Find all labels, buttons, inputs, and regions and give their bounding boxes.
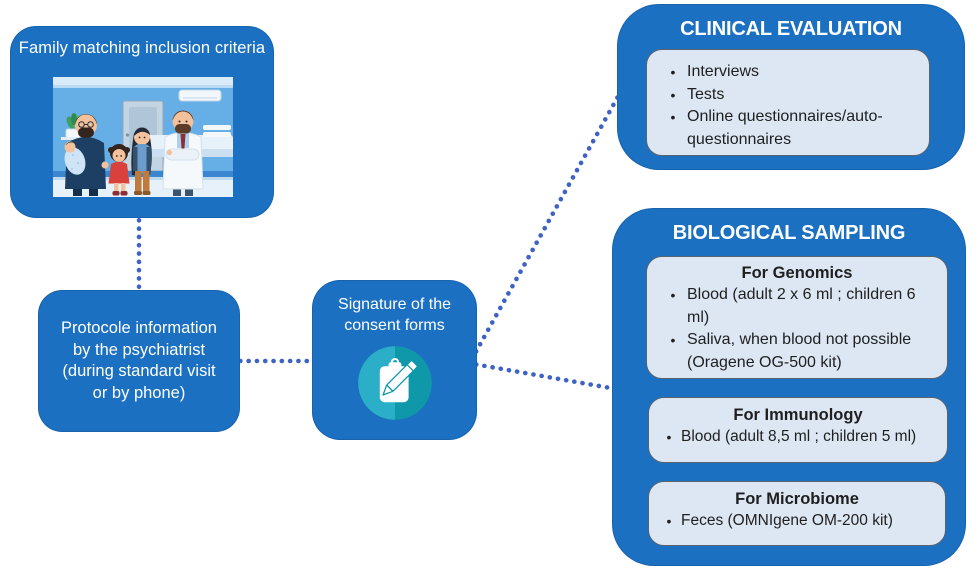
bullet-glyph: • — [670, 287, 676, 303]
father-figure — [64, 114, 109, 196]
doctor-figure — [162, 110, 204, 196]
connector-signature-clinical — [465, 72, 633, 369]
family-node: Family matching inclusion criteria — [10, 26, 274, 218]
bullet-glyph: • — [666, 429, 672, 445]
genomics-panel-title: For Genomics — [741, 264, 853, 282]
biological-sampling-title: BIOLOGICAL SAMPLING — [672, 222, 906, 244]
mother-figure — [131, 127, 152, 195]
bullet-glyph: • — [670, 64, 676, 80]
family-node-label: Family matching inclusion criteria — [18, 39, 266, 57]
list-item: • Saliva, when blood not possible (Orage… — [659, 329, 935, 374]
signature-node: Signature of the consent forms — [312, 280, 477, 440]
genomics-panel: For Genomics • Blood (adult 2 x 6 ml ; c… — [646, 256, 948, 379]
list-item: • Blood (adult 2 x 6 ml ; children 6 ml) — [659, 284, 935, 329]
immunology-panel: For Immunology • Blood (adult 8,5 ml ; c… — [648, 397, 948, 463]
biological-sampling-node: BIOLOGICAL SAMPLING For Genomics • Blood… — [612, 208, 966, 566]
family-illustration — [53, 77, 233, 197]
connector-signature-biological — [465, 360, 625, 393]
girl-figure — [108, 144, 130, 196]
list-item: • Interviews — [659, 61, 915, 84]
clinical-evaluation-node: CLINICAL EVALUATION • Interviews • Tests… — [617, 4, 965, 170]
immunology-panel-title: For Immunology — [733, 406, 863, 424]
clinical-evaluation-title: CLINICAL EVALUATION — [680, 18, 902, 40]
microbiome-panel-title: For Microbiome — [735, 490, 859, 508]
signature-node-label: Signature of the — [338, 296, 451, 313]
list-item: • Feces (OMNIgene OM-200 kit) — [657, 510, 937, 533]
protocole-node: Protocole information by the psychiatris… — [38, 290, 240, 432]
clipboard-pencil-icon — [357, 346, 432, 420]
bullet-glyph: • — [666, 513, 672, 529]
list-item: • Tests — [659, 84, 915, 107]
list-item: • Online questionnaires/auto-questionnai… — [659, 106, 915, 151]
protocole-node-label: Protocole information — [61, 319, 217, 337]
clinical-evaluation-panel: • Interviews • Tests • Online questionna… — [646, 49, 930, 156]
microbiome-panel: For Microbiome • Feces (OMNIgene OM-200 … — [648, 481, 946, 546]
bullet-glyph: • — [670, 86, 676, 103]
bullet-glyph: • — [670, 332, 676, 348]
bullet-glyph: • — [670, 109, 676, 125]
list-item: • Blood (adult 8,5 ml ; children 5 ml) — [657, 426, 939, 449]
